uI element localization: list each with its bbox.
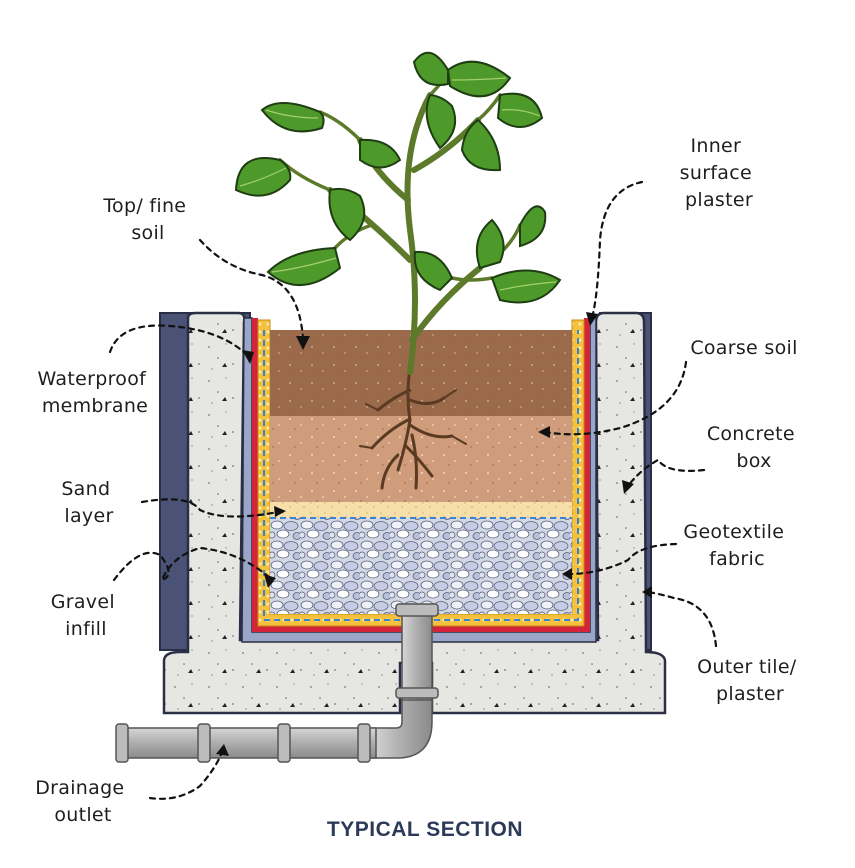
arrow-top-fine-soil [198,238,305,342]
label-coarse-soil: Coarse soil [690,337,797,359]
arrow-inner-surface-plaster [590,180,644,320]
arrow-drainage-outlet [148,750,224,800]
leaf [260,102,325,133]
leaf [460,118,502,172]
leaf [413,250,454,292]
diagram-title: TYPICAL SECTION [327,818,523,841]
concrete-box [162,311,667,715]
arrow-geotextile-fabric [566,542,678,576]
leaf [425,93,456,150]
label-top-fine-soil: Top/ fine soil [102,195,192,244]
label-gravel-infill: Gravel infill [51,591,122,640]
arrow-outer-tile-plaster [646,590,718,648]
label-drainage-outlet: Drainage outlet [35,777,131,826]
label-waterproof-membrane: Waterproof membrane [38,368,153,417]
arrow-coarse-soil [543,360,688,436]
arrow-gravel-infill [112,546,272,582]
leaf [490,269,562,304]
leaf [234,157,292,197]
label-outer-tile-plaster: Outer tile/ plaster [697,656,803,705]
arrow-sand-layer [140,498,280,518]
plant-roots [359,366,467,490]
label-geotextile-fabric: Geotextile fabric [683,521,790,570]
label-inner-surface-plaster: Inner surface plaster [680,135,759,211]
arrow-waterproof-membrane [108,324,250,358]
leaf [359,138,402,169]
plant [234,51,562,490]
leaf [519,205,547,248]
label-sand-layer: Sand layer [61,478,116,527]
arrow-concrete-box [626,458,706,488]
leaf [476,218,505,270]
gravel-infill-layer [270,518,572,614]
leader-arrows [108,180,718,800]
leaf [412,51,449,86]
leaf [328,187,366,242]
label-concrete-box: Concrete box [707,423,801,472]
drainage-pipe [115,603,439,763]
